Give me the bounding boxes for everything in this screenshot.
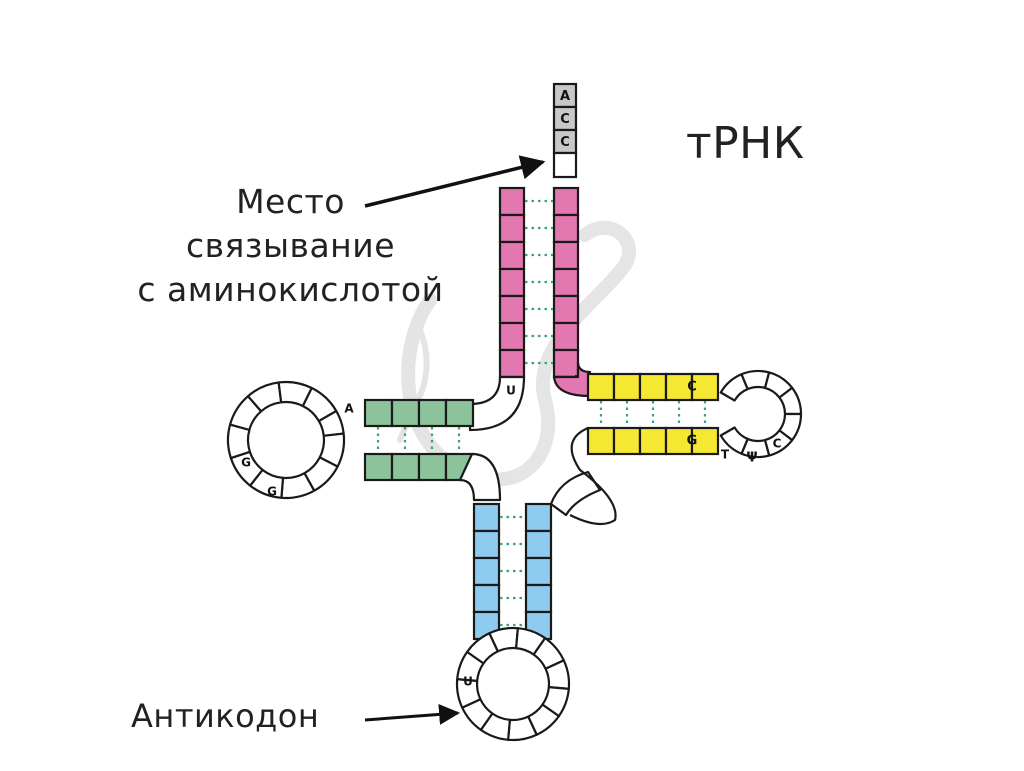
d-stem-cell — [419, 454, 446, 480]
acceptor-stem-cell — [554, 350, 578, 377]
anticodon-stem-cell — [526, 558, 551, 585]
d-loop-base: G — [241, 456, 251, 470]
d-stem-cell — [365, 400, 392, 426]
acceptor-terminal-base: C — [560, 135, 570, 150]
t-stem-cell — [614, 428, 640, 454]
t-stem-end-base: C — [687, 380, 697, 395]
acceptor-stem-cell — [500, 215, 524, 242]
acceptor-stem-cell — [554, 323, 578, 350]
acceptor-stem-cell — [500, 323, 524, 350]
d-stem-cell — [392, 400, 419, 426]
t-stem-cell — [614, 374, 640, 400]
t-stem-end-base: G — [687, 434, 698, 449]
anticodon-stem-cell — [474, 531, 499, 558]
tpsic-loop-base: T — [721, 448, 730, 462]
acceptor-stem-cell — [500, 269, 524, 296]
acceptor-terminal-base: A — [560, 89, 570, 104]
d-loop-base: A — [344, 402, 354, 416]
t-stem-cell — [640, 374, 666, 400]
acceptor-stem-cell — [554, 188, 578, 215]
variable-loop — [551, 472, 600, 515]
acceptor-stem-cell — [500, 350, 524, 377]
d-loop-base: G — [267, 485, 277, 499]
tpsic-loop-base: Ψ — [746, 451, 757, 466]
d-stem-cell — [365, 454, 392, 480]
acceptor-stem-cell — [554, 242, 578, 269]
binding-site-label: Место связывание с аминокислотой — [108, 180, 473, 312]
anticodon-loop-base: U — [463, 675, 473, 689]
anticodon-stem-cell — [526, 585, 551, 612]
acceptor-stem-cell — [554, 215, 578, 242]
trna-title: тРНК — [686, 118, 805, 169]
anticodon-stem-cell — [526, 504, 551, 531]
anticodon-stem-cell — [526, 531, 551, 558]
acceptor-unpaired-cell — [554, 153, 576, 177]
binding-site-label-line2: связывание — [108, 224, 473, 268]
acceptor-terminal-base: C — [560, 112, 570, 127]
anticodon-stem-cell — [474, 504, 499, 531]
binding-site-label-line1: Место — [108, 180, 473, 224]
d-stem-cell — [419, 400, 446, 426]
t-stem-cell — [588, 374, 614, 400]
anticodon-arrow — [365, 713, 458, 720]
anticodon-label: Антикодон — [131, 697, 319, 735]
anticodon-stem-cell — [474, 558, 499, 585]
acceptor-bend-left — [470, 377, 524, 430]
t-stem-cell — [640, 428, 666, 454]
acceptor-stem-cell — [500, 188, 524, 215]
tpsic-loop-base: C — [773, 437, 782, 451]
d-stem-cell — [392, 454, 419, 480]
acceptor-stem-cell — [554, 269, 578, 296]
connector-base: U — [506, 384, 516, 398]
d-stem-cell — [446, 400, 473, 426]
binding-site-label-line3: с аминокислотой — [108, 268, 473, 312]
acceptor-stem-cell — [500, 296, 524, 323]
anticodon-stem-cell — [474, 585, 499, 612]
acceptor-stem-cell — [500, 242, 524, 269]
t-stem-cell — [588, 428, 614, 454]
acceptor-stem-cell — [554, 296, 578, 323]
